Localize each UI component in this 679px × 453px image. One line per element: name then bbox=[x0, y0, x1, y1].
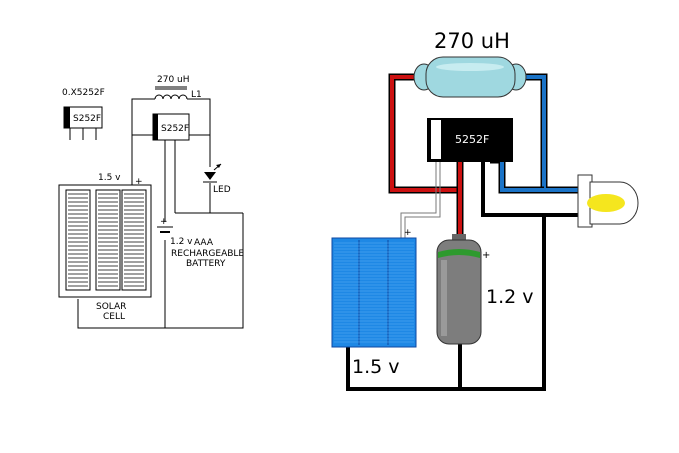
pictorial-wires bbox=[346, 73, 580, 391]
ic-component: 5252F bbox=[427, 118, 513, 162]
led-component bbox=[577, 174, 639, 228]
wire bbox=[77, 213, 244, 329]
battery-plus: + bbox=[160, 217, 168, 227]
battery-symbol: + 1.2 v AAA RECHARGEABLE BATTERY bbox=[157, 217, 244, 269]
schematic-diagram: 0.X5252F S252F 270 uH L1 bbox=[58, 75, 244, 329]
solar-label-line1: SOLAR bbox=[96, 302, 126, 312]
battery-component: + 1.2 v bbox=[436, 234, 534, 345]
battery-body bbox=[436, 239, 482, 345]
gray-wire bbox=[404, 162, 441, 238]
pictorial-diagram: 270 uH 5252F + 1.5 v bbox=[331, 29, 639, 391]
solar-strip bbox=[95, 189, 121, 291]
ic-notch bbox=[431, 120, 441, 159]
ic-symbol: S252F bbox=[152, 113, 190, 141]
solar-cell-symbol: 1.5 v + SOLAR CELL bbox=[58, 173, 152, 322]
led-symbol: LED bbox=[203, 163, 231, 195]
pictorial-solar-voltage: 1.5 v bbox=[352, 356, 400, 378]
black-wire bbox=[458, 215, 546, 391]
battery-band bbox=[438, 249, 480, 258]
solar-strip bbox=[65, 189, 91, 291]
wire bbox=[187, 98, 211, 167]
black-wire bbox=[481, 162, 580, 217]
solar-plus: + bbox=[135, 177, 143, 187]
red-wire bbox=[390, 75, 460, 192]
ic-label: S252F bbox=[161, 124, 189, 134]
inductor-symbol: 270 uH L1 bbox=[154, 75, 202, 100]
solar-panel bbox=[331, 237, 417, 348]
chip-band bbox=[64, 107, 70, 128]
blue-wire bbox=[520, 75, 580, 192]
led-lens bbox=[587, 194, 625, 212]
solar-strip bbox=[121, 189, 147, 291]
standalone-chip: 0.X5252F S252F bbox=[62, 88, 105, 140]
inductor-value: 270 uH bbox=[157, 75, 190, 85]
part-number-label: 0.X5252F bbox=[62, 88, 105, 98]
wire bbox=[131, 98, 155, 185]
inductor-ref: L1 bbox=[191, 90, 202, 100]
schematic-wires bbox=[77, 98, 244, 329]
solar-panel-lines bbox=[334, 240, 414, 345]
battery-label-line1: RECHARGEABLE bbox=[171, 249, 244, 259]
inductor-component: 270 uH bbox=[413, 29, 527, 98]
black-wire bbox=[346, 345, 460, 391]
solar-panel-component: + 1.5 v bbox=[331, 228, 417, 378]
led-arrow-head bbox=[216, 164, 221, 168]
battery-type: AAA bbox=[194, 238, 214, 248]
solar-label-line2: CELL bbox=[103, 312, 125, 322]
pictorial-battery-voltage: 1.2 v bbox=[486, 286, 534, 308]
battery-voltage: 1.2 v bbox=[170, 237, 193, 247]
battery-highlight bbox=[441, 260, 447, 336]
blue-wire-outline bbox=[520, 73, 580, 194]
ic-body bbox=[427, 118, 513, 162]
gray-wire bbox=[400, 162, 437, 238]
led-triangle bbox=[204, 172, 216, 180]
blue-wire bbox=[490, 158, 544, 192]
battery-terminal bbox=[452, 234, 466, 242]
pictorial-inductor-value: 270 uH bbox=[434, 29, 510, 53]
solar-strips bbox=[65, 189, 147, 291]
ic-band bbox=[153, 114, 158, 140]
blue-wire-outline bbox=[490, 156, 544, 194]
inductor-highlight bbox=[436, 63, 504, 71]
solar-voltage: 1.5 v bbox=[98, 173, 121, 183]
battery-plus: + bbox=[482, 250, 490, 261]
led-label: LED bbox=[213, 185, 231, 195]
battery-label-line2: BATTERY bbox=[186, 259, 226, 269]
pictorial-ic-label: 5252F bbox=[455, 133, 489, 146]
chip-label: S252F bbox=[73, 114, 101, 124]
inductor-coil bbox=[154, 94, 188, 100]
inductor-body bbox=[425, 56, 516, 98]
solar-plus: + bbox=[404, 228, 412, 238]
